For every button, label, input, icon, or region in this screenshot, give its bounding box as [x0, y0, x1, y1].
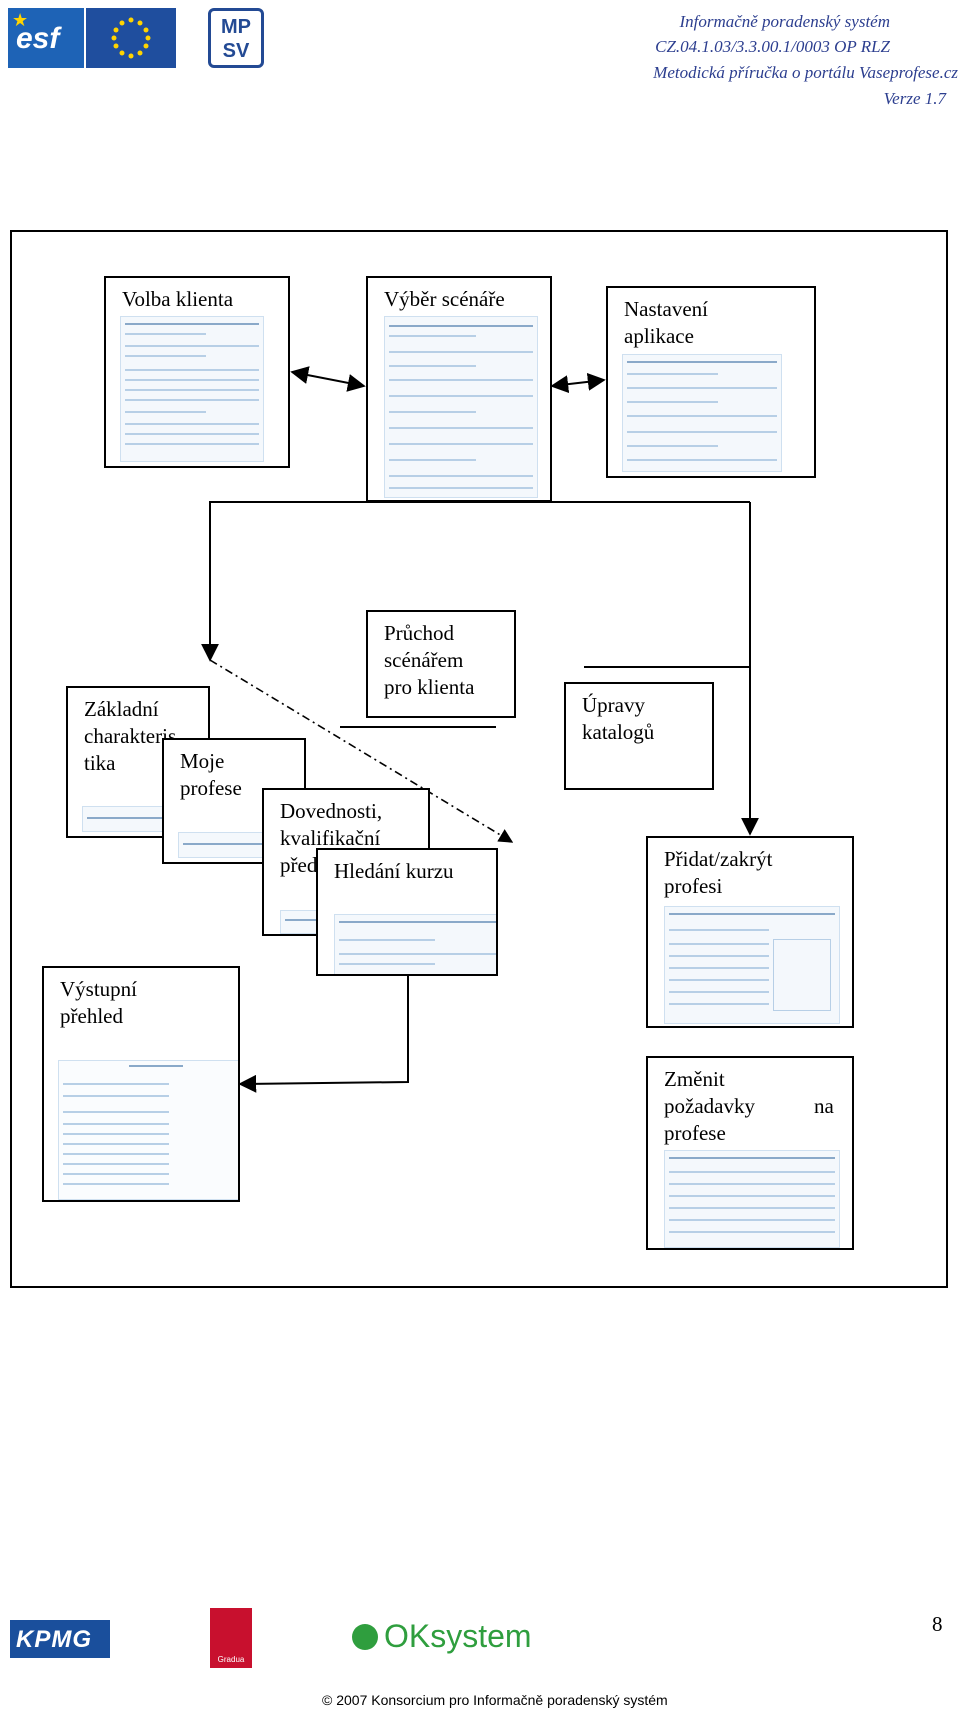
screenshot-thumbnail: [384, 316, 538, 498]
copyright: © 2007 Konsorcium pro Informačně poraden…: [322, 1692, 668, 1708]
oksystem-logo-text: OKsystem: [384, 1618, 532, 1654]
box-upravy-line-1: Úpravy: [582, 693, 645, 717]
box-vystupni-prehled: Výstupní přehled: [42, 966, 240, 1202]
box-zmenit-line-2: požadavky: [664, 1094, 755, 1118]
box-dovednosti-line-1: Dovednosti,: [280, 799, 383, 823]
screenshot-thumbnail: [664, 906, 840, 1024]
box-zmenit-line-2b: na: [814, 1094, 834, 1118]
box-moje-line-2: profese: [180, 776, 242, 800]
gradua-logo: Gradua: [210, 1608, 252, 1668]
arrow-volba-vyber: [290, 366, 366, 392]
kpmg-logo: KPMG: [10, 1620, 110, 1658]
box-zakladni-line-2: charakteris: [84, 724, 177, 748]
box-zmenit-pozadavky: Změnit požadavky na profese: [646, 1056, 854, 1250]
esf-logo: esf ★: [8, 8, 84, 68]
box-hledani-kurzu: Hledání kurzu: [316, 848, 498, 976]
diagram-frame: [10, 230, 948, 1288]
star-icon: ★: [12, 10, 29, 30]
mpsv-logo-bottom: SV: [222, 40, 250, 62]
box-vystupni-line-1: Výstupní: [60, 977, 138, 1001]
box-zmenit-line-3: profese: [664, 1121, 726, 1145]
box-upravy-line-2: katalogů: [582, 720, 655, 744]
box-volba-klienta: Volba klienta: [104, 276, 290, 468]
box-pruchod-line-3: pro klienta: [384, 675, 475, 699]
box-pridat-zakryt-profesi: Přidat/zakrýt profesi: [646, 836, 854, 1028]
screenshot-thumbnail: [334, 914, 496, 974]
box-volba-klienta-label: Volba klienta: [122, 287, 234, 311]
box-pruchod-line-2: scénářem: [384, 648, 464, 672]
mpsv-logo: MP SV: [208, 8, 264, 68]
box-vystupni-line-2: přehled: [60, 1004, 123, 1028]
box-vyber-scenare: Výběr scénáře: [366, 276, 552, 502]
line-to-vystupni: [238, 975, 409, 1093]
box-zmenit-line-1: Změnit: [664, 1067, 725, 1091]
eu-flag-logo: [86, 8, 176, 68]
box-zakladni-line-3: tika: [84, 751, 116, 775]
mpsv-logo-top: MP: [221, 16, 251, 38]
box-moje-line-1: Moje: [180, 749, 225, 773]
box-vyber-scenare-label: Výběr scénáře: [384, 287, 505, 311]
oksystem-logo: OKsystem: [352, 1618, 532, 1655]
box-dovednosti-line-2: kvalifikační: [280, 826, 381, 850]
screenshot-thumbnail: [664, 1150, 840, 1248]
page-number: 8: [932, 1612, 943, 1636]
screenshot-thumbnail: [120, 316, 264, 462]
screenshot-thumbnail: [58, 1060, 238, 1200]
box-hledani-kurzu-label: Hledání kurzu: [334, 859, 454, 883]
gradua-logo-text: Gradua: [217, 1655, 245, 1664]
kpmg-logo-text: KPMG: [16, 1626, 92, 1653]
box-nastaveni-line-2: aplikace: [624, 324, 694, 348]
box-upravy-katalogu: Úpravy katalogů: [564, 682, 714, 790]
eu-stars-icon: [111, 17, 151, 59]
header-line-2: CZ.04.1.03/3.3.00.1/0003 OP RLZ: [655, 37, 890, 56]
dashed-arrow: [209, 659, 514, 843]
line-to-zakladni: [201, 501, 750, 662]
box-pruchod-line-1: Průchod: [384, 621, 454, 645]
box-dovednosti-line-3: před: [280, 853, 318, 877]
box-zakladni-line-1: Základní: [84, 697, 159, 721]
header-line-1: Informačně poradenský systém: [679, 12, 890, 31]
esf-logo-text: esf: [16, 22, 60, 55]
box-pridat-line-1: Přidat/zakrýt: [664, 847, 773, 871]
oksystem-icon: [352, 1624, 378, 1650]
box-pruchod-scenarem: Průchod scénářem pro klienta: [366, 610, 516, 718]
box-nastaveni-aplikace: Nastavení aplikace: [606, 286, 816, 478]
box-pridat-line-2: profesi: [664, 874, 723, 898]
arrow-vyber-nastaveni: [550, 372, 606, 394]
box-nastaveni-line-1: Nastavení: [624, 297, 708, 321]
header-line-3: Metodická příručka o portálu Vaseprofese…: [653, 63, 958, 82]
header-line-4: Verze 1.7: [883, 89, 946, 108]
screenshot-thumbnail: [622, 354, 782, 472]
